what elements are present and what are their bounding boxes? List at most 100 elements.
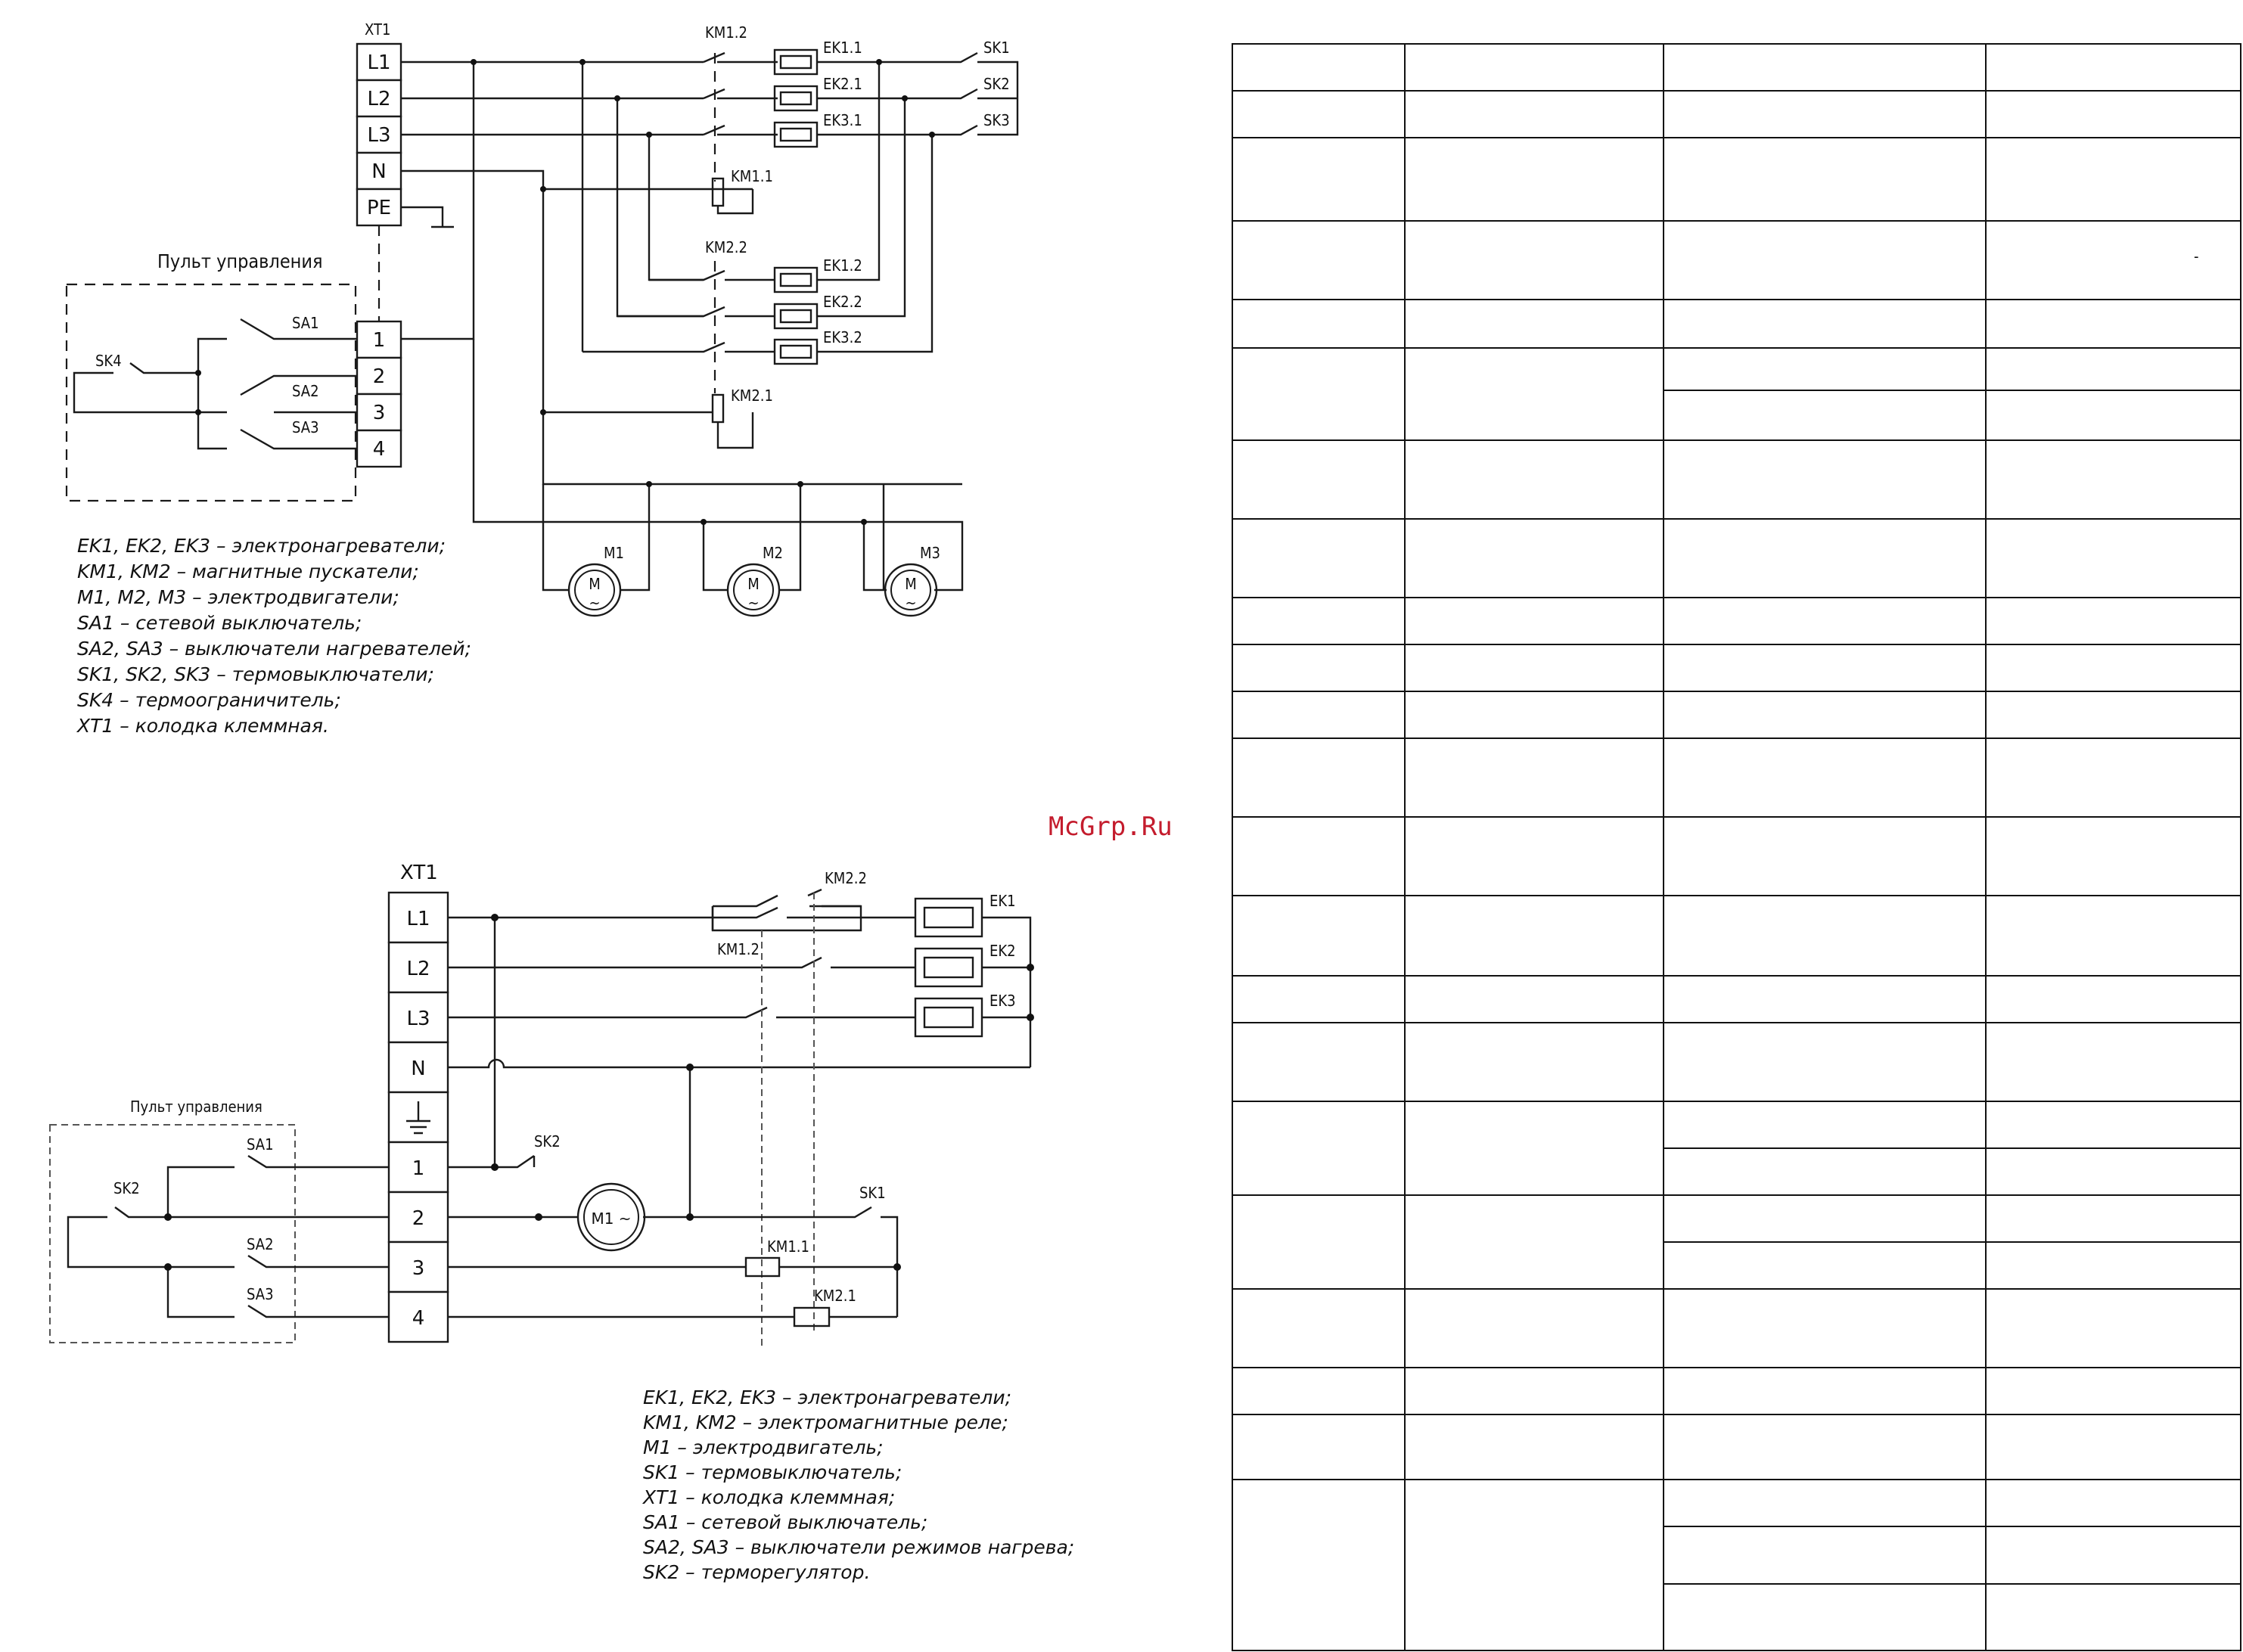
- d2-sa3-label: SA3: [247, 1285, 274, 1303]
- d2-sa1-label: SA1: [247, 1135, 274, 1154]
- table-dash-mark: -: [2194, 247, 2199, 266]
- d1-terminal-2-label: 2: [373, 365, 386, 388]
- d2-t1-junction: [491, 1163, 499, 1171]
- d1-ek31-label: EK3.1: [823, 111, 862, 129]
- d2-terminal-l2-label: L2: [406, 958, 430, 980]
- d2-ek3-label: EK3: [989, 992, 1016, 1010]
- diagram-1-three-motor-scheme: XT1 L1 L2 L3 N PE 1 2 3 4: [65, 20, 1019, 737]
- d1-motor-m2: [726, 563, 781, 617]
- d1-legend-line-2: KM1, KM2 – магнитные пускатели;: [77, 560, 419, 582]
- d1-motor-m2-inner: [733, 570, 774, 610]
- d1-heater-ek32-inner: [779, 344, 812, 359]
- d2-ground-icon: [406, 1101, 430, 1135]
- d1-sa2-label: SA2: [292, 382, 319, 400]
- d1-motor-m2-symbol: M: [747, 575, 760, 593]
- d2-motor-circuit: [448, 1067, 899, 1267]
- d1-motor-m3-symbol: M: [905, 575, 917, 593]
- d2-terminal-1: [387, 1141, 449, 1194]
- table-subrow-lines: [1664, 390, 2241, 1585]
- d1-junction-dots: [471, 59, 935, 525]
- d1-km11-label: KM1.1: [731, 167, 773, 185]
- empty-spec-table: -: [1232, 43, 2241, 1651]
- d1-ek22-label: EK2.2: [823, 293, 862, 311]
- d1-legend-line-3: M1, M2, M3 – электродвигатели;: [77, 586, 399, 608]
- d2-legend-line-6: SA1 – сетевой выключатель;: [643, 1511, 927, 1533]
- d2-heater-ek2-inner: [923, 956, 974, 979]
- d2-motor-junction: [686, 1213, 694, 1221]
- d1-heater-ek12-inner: [779, 272, 812, 287]
- d1-terminal-pe-label: PE: [367, 197, 391, 219]
- d1-heater-ek31-inner: [779, 127, 812, 142]
- d2-km11-coil: [744, 1256, 781, 1278]
- d2-l1-junction: [491, 914, 499, 921]
- d2-km22-contact: [807, 888, 861, 908]
- watermark: McGrp.Ru: [1048, 812, 1173, 842]
- d1-km21-coil-wire: [543, 411, 754, 449]
- diagram-2-single-motor-scheme: XT1 L1 L2 L3 N 1 2 3 4 KM2.2 KM1.2: [49, 862, 1074, 1583]
- d2-terminal-l2: [387, 941, 449, 994]
- d1-motor-m3: [884, 563, 938, 617]
- d2-sk1-label: SK1: [859, 1184, 886, 1202]
- d2-t2-junction: [535, 1213, 542, 1221]
- d1-power-terminal-block: L1 L2 L3 N PE: [356, 42, 402, 227]
- d2-bus-l2: [448, 956, 915, 969]
- d1-ground-symbol: [401, 206, 454, 228]
- d2-sk2-label: SK2: [534, 1132, 561, 1150]
- d2-panel-junction-1: [164, 1213, 172, 1221]
- d2-km22-label: KM2.2: [825, 869, 867, 887]
- d2-terminal-2-label: 2: [412, 1207, 425, 1230]
- d1-heater-ek22-inner: [779, 309, 812, 324]
- d2-motor-m1-inner: [583, 1189, 639, 1245]
- d2-terminal-4-label: 4: [412, 1307, 425, 1330]
- d1-terminal-l3-label: L3: [367, 124, 390, 147]
- d1-km11-coil: [711, 177, 725, 207]
- d1-sk2-label: SK2: [983, 75, 1010, 93]
- d2-legend-line-8: SK2 – терморегулятор.: [643, 1561, 870, 1583]
- d2-km11-label: KM1.1: [767, 1237, 809, 1256]
- table-column-lines: [1404, 44, 1987, 1650]
- d1-motor-m2-tilde: ~: [747, 594, 759, 612]
- d1-km22-to-heaters: [725, 278, 775, 353]
- d2-km21-coil: [793, 1306, 831, 1328]
- d2-terminal-n-label: N: [411, 1057, 425, 1080]
- d2-sk2-panel-label: SK2: [113, 1179, 140, 1197]
- d1-bus-n: [401, 169, 753, 191]
- d1-legend-line-4: SA1 – сетевой выключатель;: [77, 612, 362, 634]
- d1-legend-line-5: SA2, SA3 – выключатели нагревателей;: [77, 638, 471, 660]
- d1-legend-line-8: XT1 – колодка клеммная.: [76, 715, 329, 737]
- d1-terminal-3-label: 3: [373, 402, 386, 424]
- d2-n-junction: [686, 1064, 694, 1071]
- d2-heater-junction-2: [1027, 1014, 1034, 1021]
- table-row-lines: [1232, 90, 2241, 1480]
- d1-motor-m3-inner: [890, 570, 931, 610]
- d2-heater-junction-1: [1027, 964, 1034, 971]
- d1-motor-m1: [567, 563, 622, 617]
- d2-bus-l1: [448, 906, 915, 930]
- d2-ek1-label: EK1: [989, 892, 1016, 910]
- d1-motor-feeds: [542, 484, 887, 592]
- d1-legend-line-1: EK1, EK2, EK3 – электронагреватели;: [77, 535, 446, 557]
- d1-ek11-label: EK1.1: [823, 39, 862, 57]
- d2-km12-label: KM1.2: [717, 940, 760, 958]
- d1-panel-junction-1: [195, 370, 201, 376]
- d1-motor-m1-inner: [574, 570, 615, 610]
- d1-motor-m3-tilde: ~: [905, 594, 916, 612]
- d1-sa1-label: SA1: [292, 314, 319, 332]
- d2-legend-line-3: M1 – электродвигатель;: [643, 1436, 884, 1458]
- d1-motor-m1-tilde: ~: [589, 594, 600, 612]
- d1-heaters-group-1: EK1.1 EK2.1 EK3.1: [773, 39, 862, 148]
- d1-sa3-label: SA3: [292, 418, 319, 436]
- d2-legend-line-4: SK1 – термовыключатель;: [643, 1461, 902, 1483]
- d1-km11-coil-wire: [716, 189, 754, 215]
- d2-relay-linkages: [761, 893, 815, 1346]
- d1-heater-return-wires: [817, 62, 934, 353]
- d1-km21-label: KM2.1: [731, 387, 773, 405]
- d2-panel-wiring: [67, 1154, 389, 1318]
- d1-panel-label: Пульт управления: [157, 250, 323, 272]
- d1-terminal-l1-label: L1: [367, 51, 390, 74]
- d2-km21-label: KM2.1: [814, 1287, 856, 1305]
- d1-legend-line-7: SK4 – термоограничитель;: [77, 689, 341, 711]
- d2-legend-line-7: SA2, SA3 – выключатели режимов нагрева;: [643, 1536, 1074, 1558]
- d2-ek2-label: EK2: [989, 942, 1016, 960]
